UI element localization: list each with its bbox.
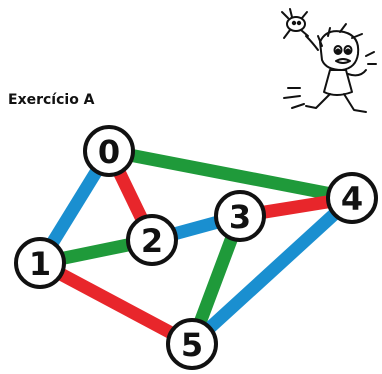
node-circle — [214, 190, 266, 242]
node-1: 1 — [14, 237, 66, 289]
cartoon-girl-running-icon — [281, 8, 377, 113]
edge-4-5 — [187, 193, 357, 349]
node-circle — [126, 214, 178, 266]
node-label: 3 — [229, 198, 251, 236]
node-5: 5 — [166, 318, 218, 370]
edge-1-5 — [36, 257, 196, 350]
node-2: 2 — [126, 214, 178, 266]
node-circle — [326, 172, 378, 224]
edges-layer — [34, 144, 357, 350]
node-label: 1 — [29, 245, 51, 283]
nodes-layer: 0 1 2 3 4 5 — [14, 125, 378, 370]
node-label: 0 — [98, 133, 120, 171]
node-label: 2 — [141, 222, 163, 260]
node-circle — [83, 125, 135, 177]
node-circle — [166, 318, 218, 370]
edge-0-4 — [107, 144, 354, 205]
node-3: 3 — [214, 190, 266, 242]
node-circle — [14, 237, 66, 289]
node-0: 0 — [83, 125, 135, 177]
exercise-title: Exercício A — [8, 92, 95, 108]
node-label: 4 — [341, 180, 363, 218]
node-4: 4 — [326, 172, 378, 224]
node-label: 5 — [181, 326, 203, 364]
